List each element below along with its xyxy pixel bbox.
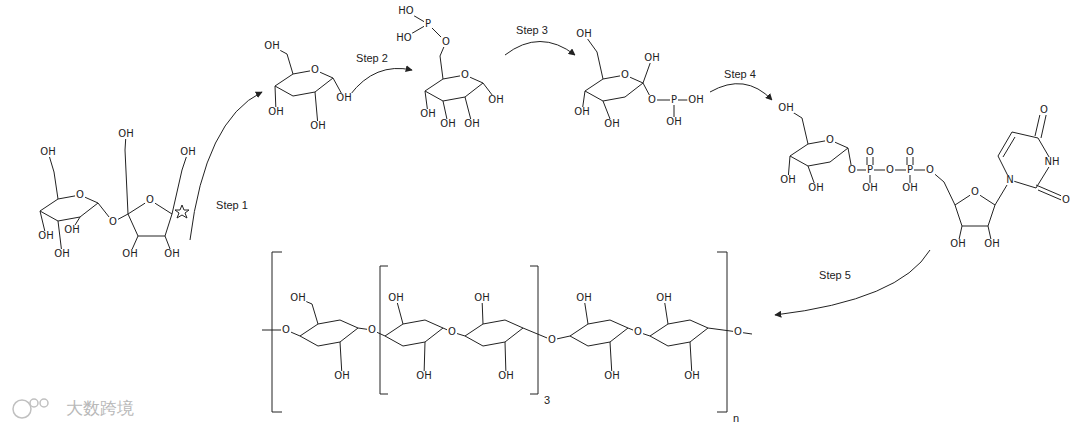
- atom-label: P: [866, 165, 874, 175]
- atom-label: OH: [575, 293, 592, 303]
- atom-label: OH: [267, 107, 284, 117]
- atom-label: OH: [179, 147, 196, 157]
- atom-label: O: [75, 190, 85, 200]
- atom-label: OH: [655, 293, 672, 303]
- step-label: Step 1: [215, 199, 249, 211]
- atom-label: O: [620, 70, 630, 80]
- atom-label: O: [145, 195, 155, 205]
- atom-label: O: [441, 37, 451, 47]
- atom-label: HO: [395, 33, 412, 43]
- atom-label: OH: [807, 183, 824, 193]
- atom-label: OH: [473, 293, 490, 303]
- atom-label: OH: [575, 29, 592, 39]
- atom-label: OH: [777, 103, 794, 113]
- atom-label: O: [905, 147, 915, 157]
- atom-label: OH: [687, 95, 704, 105]
- atom-label: OH: [573, 107, 590, 117]
- atom-label: OH: [63, 225, 80, 235]
- atom-label: OH: [117, 129, 134, 139]
- atom-label: OH: [53, 249, 70, 259]
- atom-label: O: [1061, 195, 1071, 205]
- atom-label: OH: [779, 175, 796, 185]
- step-label: Step 4: [723, 68, 757, 80]
- atom-label: N: [1005, 175, 1014, 185]
- atom-label: OH: [415, 371, 432, 381]
- watermark: 大数跨境: [65, 397, 135, 420]
- atom-label: O: [367, 325, 377, 335]
- atom-label: O: [310, 65, 320, 75]
- atom-label: OH: [463, 119, 480, 129]
- atom-label: O: [108, 217, 118, 227]
- step-label: Step 3: [515, 24, 549, 36]
- atom-label: OH: [289, 293, 306, 303]
- atom-label: O: [970, 187, 980, 197]
- atom-label: HO: [397, 6, 414, 16]
- atom-label: OH: [335, 93, 352, 103]
- atom-label: OH: [643, 53, 660, 63]
- repeat-count: 3: [543, 394, 551, 406]
- atom-label: NH: [1044, 157, 1061, 167]
- atom-label: OH: [439, 119, 456, 129]
- atom-label: O: [647, 95, 657, 105]
- atom-label: O: [733, 327, 743, 337]
- atom-label: P: [670, 95, 678, 105]
- atom-label: OH: [387, 293, 404, 303]
- atom-label: O: [281, 325, 291, 335]
- atom-label: OH: [901, 183, 918, 193]
- atom-label: OH: [983, 239, 1000, 249]
- atom-label: OH: [487, 95, 504, 105]
- atom-label: O: [825, 135, 835, 145]
- repeat-count: n: [732, 412, 740, 424]
- atom-label: OH: [419, 109, 436, 119]
- atom-label: OH: [39, 147, 56, 157]
- atom-label: OH: [163, 249, 180, 259]
- atom-label: OH: [497, 371, 514, 381]
- atom-label: P: [424, 19, 432, 29]
- atom-label: O: [865, 147, 875, 157]
- atom-label: O: [885, 165, 895, 175]
- atom-label: OH: [333, 371, 350, 381]
- atom-label: O: [460, 70, 470, 80]
- atom-label: OH: [603, 119, 620, 129]
- step-label: Step 2: [355, 52, 389, 64]
- atom-label: P: [906, 165, 914, 175]
- atom-label: OH: [665, 117, 682, 127]
- atom-label: OH: [603, 371, 620, 381]
- atom-label: OH: [861, 183, 878, 193]
- atom-label: O: [925, 165, 935, 175]
- atom-label: OH: [949, 239, 966, 249]
- atom-label: O: [1039, 105, 1049, 115]
- atom-label: O: [847, 165, 857, 175]
- atom-label: OH: [37, 231, 54, 241]
- atom-label: OH: [263, 41, 280, 51]
- atom-label: O: [633, 327, 643, 337]
- step-label: Step 5: [818, 269, 852, 281]
- atom-label: O: [447, 327, 457, 337]
- atom-label: O: [547, 335, 557, 345]
- atom-label: OH: [683, 371, 700, 381]
- atom-label: OH: [121, 249, 138, 259]
- atom-label: OH: [309, 121, 326, 131]
